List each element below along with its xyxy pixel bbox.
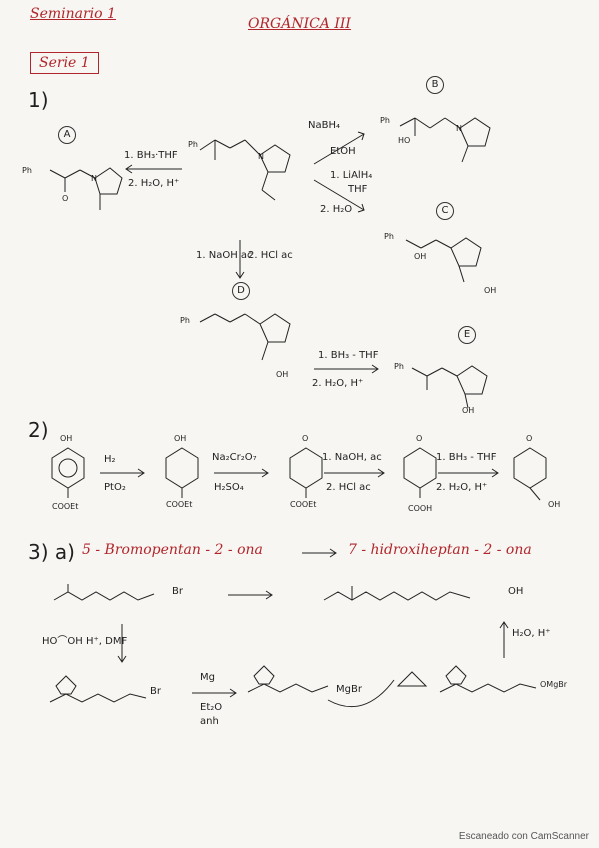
atom-HO-B: HO [398, 136, 411, 145]
structure-p3-epoxide [396, 671, 428, 687]
atom-OH-C1: OH [414, 252, 427, 261]
page-title: Seminario 1 [30, 6, 116, 22]
atom-OH-D: OH [276, 370, 289, 379]
p2-OH-5: OH [548, 500, 561, 509]
p2-reagent-2-1: Na₂Cr₂O₇ [212, 452, 257, 463]
problem-2-number: 2) [28, 418, 49, 442]
arrow-to-C [313, 179, 365, 213]
p3-Br-1: Br [172, 586, 183, 597]
atom-N-A: N [91, 174, 97, 183]
reagent-E-1: 1. BH₃ - THF [318, 350, 379, 361]
p3-reagent-ether: Et₂O [200, 702, 223, 713]
atom-N-central: N [258, 152, 264, 161]
p2-arrow-1 [100, 468, 145, 478]
p2-COOEt-3: COOEt [290, 500, 317, 509]
structure-p3-grignard [247, 665, 395, 708]
reagent-B-1: NaBH₄ [308, 120, 340, 131]
p3-Br-2: Br [150, 686, 161, 697]
p2-COOEt-1: COOEt [52, 502, 79, 511]
p3-target-name: 7 - hidroxiheptan - 2 - ona [348, 542, 532, 558]
course-title: ORGÁNICA III [248, 16, 351, 32]
series-label: Serie 1 [30, 52, 99, 74]
p3-OH-target: OH [508, 586, 524, 597]
reagent-A-1: 1. BH₃·THF [124, 150, 178, 161]
structure-p3-ketal-bromide [49, 675, 147, 703]
label-A: A [58, 126, 76, 144]
structure-p2-phenol [51, 447, 85, 498]
structure-central-imide [199, 139, 291, 201]
atom-O-A: O [62, 194, 69, 203]
p3-reagent-anh: anh [200, 716, 219, 727]
reagent-D-1: 1. NaOH ac [196, 250, 253, 261]
structure-E [411, 365, 488, 409]
p3-arrow-deprotect [499, 621, 509, 658]
arrow-to-E [314, 364, 379, 374]
structure-A [49, 167, 123, 210]
p3-retro-arrow [228, 590, 273, 600]
p2-reagent-1-1: H₂ [104, 454, 116, 465]
structure-p2-cyclohexanol [165, 447, 199, 498]
reagent-A-2: 2. H₂O, H⁺ [128, 178, 180, 189]
atom-Ph-A: Ph [22, 166, 32, 175]
reagent-C-1: 1. LiAlH₄ [330, 170, 373, 181]
problem-3-number: 3) a) [28, 540, 75, 564]
p3-start-name: 5 - Bromopentan - 2 - ona [82, 542, 263, 558]
label-E: E [458, 326, 476, 344]
structure-p2-ketoester [289, 447, 323, 498]
label-C: C [436, 202, 454, 220]
reagent-E-2: 2. H₂O, H⁺ [312, 378, 364, 389]
structure-p2-ketoacid [403, 447, 437, 498]
p3-OMgBr: OMgBr [540, 680, 568, 689]
atom-N-B: N [456, 124, 462, 133]
atom-Ph-E: Ph [394, 362, 404, 371]
structure-p3-bromoketone [53, 584, 155, 601]
p3-arrow-names [302, 548, 337, 558]
label-B: B [426, 76, 444, 94]
atom-Ph-C: Ph [384, 232, 394, 241]
reagent-C-2: THF [348, 184, 368, 195]
p3-MgBr: MgBr [336, 684, 362, 695]
p3-arrow-grignard [192, 688, 237, 698]
p2-reagent-3-2: 2. HCl ac [326, 482, 371, 493]
reagent-B-2: EtOH [330, 146, 356, 157]
structure-p3-target [323, 586, 471, 601]
label-D: D [232, 282, 250, 300]
atom-Ph-B: Ph [380, 116, 390, 125]
scanner-watermark: Escaneado con CamScanner [458, 831, 589, 842]
structure-B [399, 117, 491, 163]
p3-arrow-protect [117, 624, 127, 663]
atom-Ph-central: Ph [188, 140, 198, 149]
p2-OH-2: OH [174, 434, 187, 443]
arrow-to-A [125, 164, 182, 174]
problem-1-number: 1) [28, 88, 49, 112]
arrow-to-B [313, 131, 365, 165]
p2-COOEt-2: COOEt [166, 500, 193, 509]
p2-O-5: O [526, 434, 533, 443]
structure-p2-product [513, 447, 547, 501]
p3-reagent-mg: Mg [200, 672, 215, 683]
structure-C [405, 237, 482, 283]
p2-arrow-4 [438, 468, 499, 478]
p2-reagent-4-2: 2. H₂O, H⁺ [436, 482, 488, 493]
atom-OH-E: OH [462, 406, 475, 415]
structure-p3-alkoxide [439, 665, 537, 693]
atom-OH-C2: OH [484, 286, 497, 295]
p2-reagent-1-2: PtO₂ [104, 482, 126, 493]
p2-OH-1: OH [60, 434, 73, 443]
p2-arrow-2 [214, 468, 269, 478]
structure-D [199, 313, 291, 361]
p2-reagent-3-1: 1. NaOH, ac [322, 452, 382, 463]
reagent-C-3: 2. H₂O [320, 204, 353, 215]
arrow-to-D [235, 240, 245, 279]
p2-O-3: O [302, 434, 309, 443]
p2-COOH-4: COOH [408, 504, 433, 513]
p3-reagent-protect: HO⌒OH H⁺, DMF [42, 636, 128, 647]
p3-reagent-deprotect: H₂O, H⁺ [512, 628, 551, 639]
reagent-D-2: 2. HCl ac [248, 250, 293, 261]
p2-reagent-4-1: 1. BH₃ - THF [436, 452, 497, 463]
p2-arrow-3 [324, 468, 385, 478]
p2-reagent-2-2: H₂SO₄ [214, 482, 244, 493]
atom-Ph-D: Ph [180, 316, 190, 325]
p2-O-4: O [416, 434, 423, 443]
